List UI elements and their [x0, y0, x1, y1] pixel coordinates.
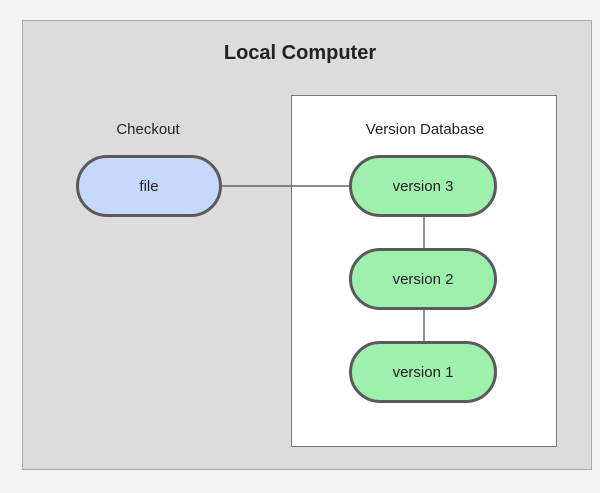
- version-2-label: version 2: [392, 270, 454, 288]
- diagram-title: Local Computer: [223, 42, 377, 64]
- version-3-label: version 3: [392, 177, 454, 195]
- file-node: file: [76, 155, 222, 217]
- version-1-node: version 1: [349, 341, 497, 403]
- file-node-label: file: [139, 177, 159, 195]
- version-2-node: version 2: [349, 248, 497, 310]
- version-1-label: version 1: [392, 363, 454, 381]
- checkout-label: Checkout: [116, 121, 180, 138]
- version-3-node: version 3: [349, 155, 497, 217]
- version-database-label: Version Database: [365, 121, 485, 138]
